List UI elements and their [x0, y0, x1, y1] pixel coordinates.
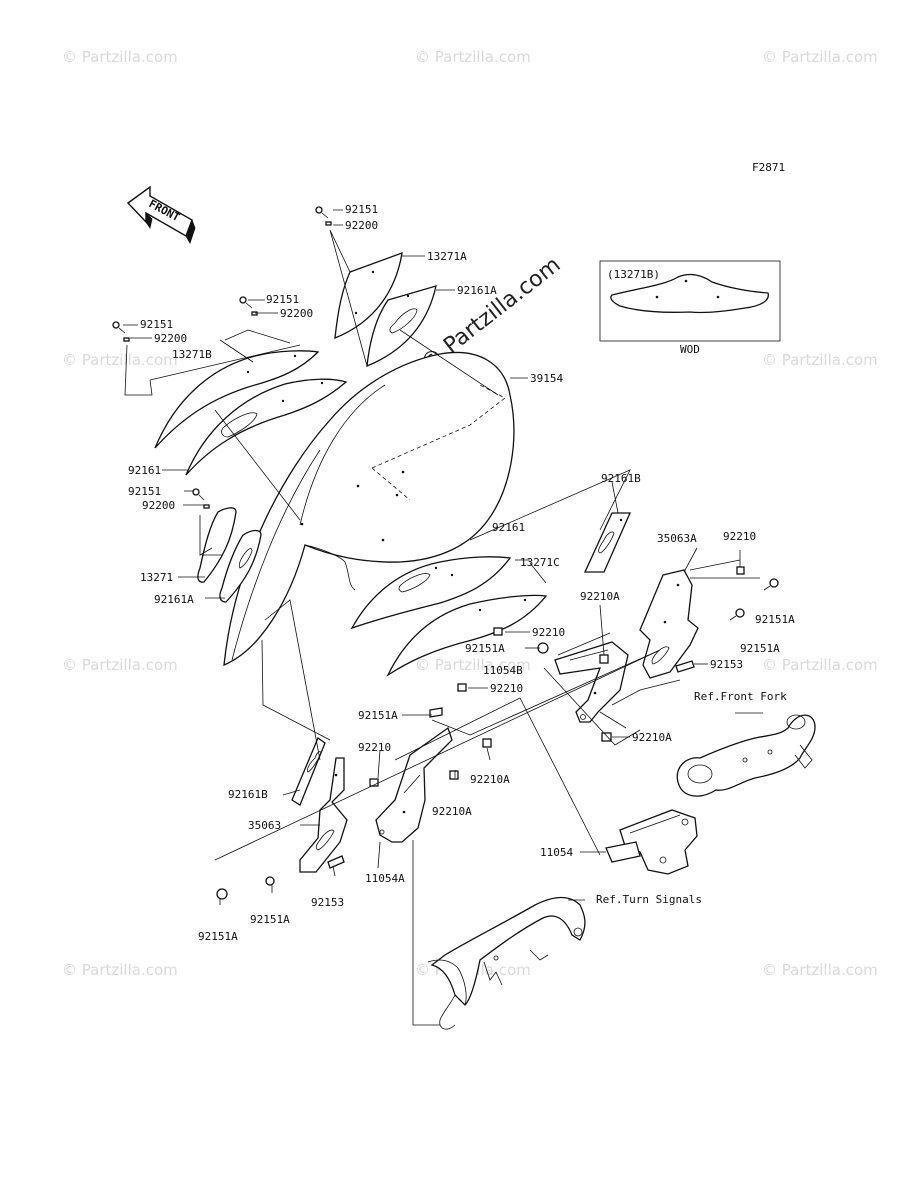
- turn-signal-stay: [427, 896, 586, 1030]
- label-92151A: 92151A: [250, 913, 290, 926]
- inset-title: (13271B): [607, 268, 660, 281]
- front-fork-clamp: [676, 714, 816, 797]
- watermark: © Partzilla.com: [415, 656, 531, 674]
- label-92210A: 92210A: [580, 590, 620, 603]
- bracket-92161B-left: [291, 736, 326, 806]
- label-92151: 92151: [128, 485, 161, 498]
- label-92161: 92161: [128, 464, 161, 477]
- part-labels: 92151 92200 13271A 92161A 92151 92200 92…: [128, 203, 795, 943]
- label-35063A: 35063A: [657, 532, 697, 545]
- label-13271C: 13271C: [520, 556, 560, 569]
- watermark: © Partzilla.com: [762, 48, 878, 66]
- label-92153: 92153: [311, 896, 344, 909]
- label-92210A: 92210A: [632, 731, 672, 744]
- label-92210: 92210: [490, 682, 523, 695]
- label-11054B: 11054B: [483, 664, 523, 677]
- ref-turn-signals: Ref.Turn Signals: [596, 893, 702, 906]
- trim-13271A: [334, 252, 403, 340]
- watermark: © Partzilla.com: [762, 961, 878, 979]
- bracket-11054: [605, 809, 698, 875]
- label-92151A: 92151A: [740, 642, 780, 655]
- hardware: [112, 206, 779, 900]
- label-92161A: 92161A: [457, 284, 497, 297]
- watermark: © Partzilla.com: [762, 656, 878, 674]
- label-92151A: 92151A: [358, 709, 398, 722]
- stay-35063A: [639, 569, 699, 679]
- ref-front-fork: Ref.Front Fork: [694, 690, 787, 703]
- label-11054: 11054: [540, 846, 573, 859]
- watermark: © Partzilla.com: [762, 351, 878, 369]
- bracket-11054A: [375, 726, 453, 843]
- label-92210A: 92210A: [432, 805, 472, 818]
- watermark: © Partzilla.com: [62, 48, 178, 66]
- inset-caption: WOD: [680, 343, 700, 356]
- label-13271A: 13271A: [427, 250, 467, 263]
- label-92161B: 92161B: [601, 472, 641, 485]
- bracket-92161B-right: [583, 512, 631, 573]
- front-arrow-icon: FRONT: [126, 185, 196, 244]
- label-39154: 39154: [530, 372, 563, 385]
- figure-code: F2871: [752, 161, 785, 174]
- watermark: © Partzilla.com: [62, 961, 178, 979]
- label-92161: 92161: [492, 521, 525, 534]
- label-92151A: 92151A: [198, 930, 238, 943]
- label-92151: 92151: [140, 318, 173, 331]
- trim-13271B: [154, 350, 320, 449]
- watermark: © Partzilla.com: [62, 351, 178, 369]
- windshield-39154: [223, 351, 515, 667]
- label-92210: 92210: [723, 530, 756, 543]
- trim-13271: [197, 507, 237, 583]
- trim-13271C: [386, 594, 548, 677]
- label-92151A: 92151A: [755, 613, 795, 626]
- label-92210A: 92210A: [470, 773, 510, 786]
- watermark: © Partzilla.com: [415, 48, 531, 66]
- trim-92161-lower: [350, 556, 512, 630]
- trim-92161A-side: [219, 529, 262, 603]
- label-92200: 92200: [142, 499, 175, 512]
- label-92153: 92153: [710, 658, 743, 671]
- label-13271: 13271: [140, 571, 173, 584]
- label-92161A: 92161A: [154, 593, 194, 606]
- watermark: © Partzilla.com: [62, 656, 178, 674]
- label-92151: 92151: [266, 293, 299, 306]
- label-92200: 92200: [280, 307, 313, 320]
- label-92200: 92200: [154, 332, 187, 345]
- inset-13271B: (13271B) WOD: [599, 260, 781, 356]
- label-92200: 92200: [345, 219, 378, 232]
- label-35063: 35063: [248, 819, 281, 832]
- trim-92161A-top: [366, 285, 437, 368]
- label-92210: 92210: [532, 626, 565, 639]
- label-11054A: 11054A: [365, 872, 405, 885]
- label-92151: 92151: [345, 203, 378, 216]
- label-92210: 92210: [358, 741, 391, 754]
- label-92161B: 92161B: [228, 788, 268, 801]
- label-92151A: 92151A: [465, 642, 505, 655]
- stay-35063: [299, 757, 348, 873]
- bracket-11054B: [554, 641, 629, 723]
- label-13271B: 13271B: [172, 348, 212, 361]
- trim-92161-top: [185, 378, 348, 476]
- leader-lines: [123, 209, 763, 1026]
